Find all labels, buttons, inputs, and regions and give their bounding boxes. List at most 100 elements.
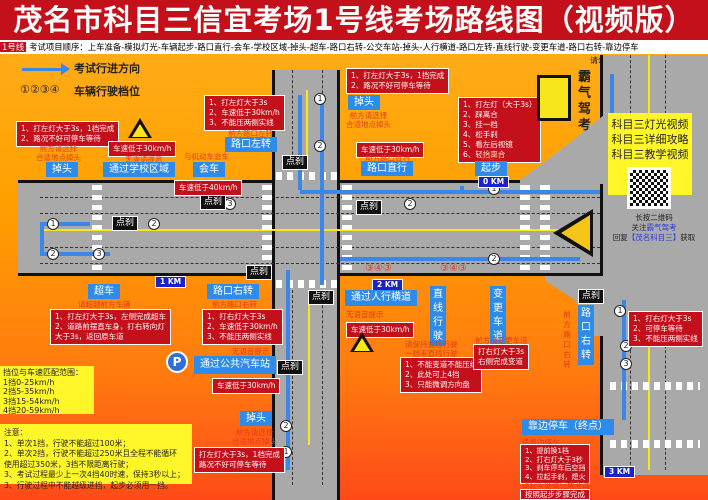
check-brake-marker: 点刹 [277,360,304,375]
route-tag: 1号线 [0,42,27,52]
uturn1-notes: 1、打左灯大于3s，1档完成 2、路况不好可停车等待 [16,121,120,147]
route-flow-line [40,222,44,252]
legend-direction-label: 考试行进方向 [74,62,140,75]
start-hint: 请起步 [480,152,503,161]
route-flow-line [300,190,600,194]
check-brake-marker: 点刹 [200,195,227,210]
right-turn1-notes: 1、打右灯大于3s 2、车速低于30km/h 3、不能压两侧实线 [202,309,283,345]
route-flow-line [40,222,90,226]
lane-marking [322,285,323,485]
center-line [648,55,650,115]
route-flow-line [340,257,580,261]
bus-stop-label: 通过公共汽车站 [194,356,276,374]
crosswalk [92,185,102,273]
gear-marker: 2 [47,248,59,260]
route-flow-line [460,186,464,192]
lane-marking [665,330,666,470]
gear-marker: 2 [488,253,500,265]
uturn3-label: 掉头 [240,411,272,426]
check-brake-marker: 点刹 [246,265,273,280]
uturn2-notes: 1、打左灯大于3s，1挡完成 2、路况不好可停车等待 [346,68,450,94]
crosswalk-label: 通过人行横道 [345,290,417,306]
left-turn-hint: 前方路口左转 [228,129,273,138]
gear-marker: 2 [280,420,292,432]
straight-label: 路口直行 [361,161,413,176]
crosswalk [610,440,700,448]
gear-marker: 1 [47,218,59,230]
check-brake-marker: 点刹 [282,155,309,170]
pedestrian-warning-inner [354,338,370,351]
straight-speed: 车速低于30km/h [356,142,425,158]
overtake-notes: 1、打左灯大于3s，左侧完成超车 2、道路前摆直车身，打右转向灯 大于3s，返回… [50,309,171,345]
route-flow-line [610,74,614,134]
gear-marker: 1 [614,305,626,317]
crosswalk [276,172,338,180]
right-turn2-hint: 前方路口右转 [563,310,571,369]
uturn3-notes: 打左灯大于3s，1档完成 路况不好可停车等待 [194,447,285,473]
right-turn1-hint: 前方路口右转 [212,300,257,309]
lane-change-label: 变更车道 [490,286,506,346]
brand-logo-icon [537,75,571,121]
crosswalk [610,382,700,390]
right-turn2-label: 路口右转 [578,305,594,365]
uturn1-hint: 前方请选择 合适地点掉头 [36,144,81,162]
gear-marker: 2 [314,140,326,152]
check-brake-marker: 点刹 [308,290,335,305]
bus-stop-speed: 车速低于30km/h [212,378,281,394]
center-line [648,340,650,470]
uturn2-hint: 前方请选择 合适地点掉头 [346,111,391,129]
left-turn-notes: 1、打左灯大于3s 2、车速低于30km/h 3、不能压两侧实线 [204,95,285,131]
crosswalk-hint: 无语音提示 [346,310,384,319]
overtake-label: 超车 [88,284,120,299]
km-marker-3: 3 KM [604,466,636,478]
pull-over-hint2: 请起步继续完成考试 [522,481,590,490]
center-line [308,295,310,445]
lane-marking [292,285,293,485]
exam-notes: 注意： 1、单次1挡，行驶不能超过100米； 2、单次2挡，行驶不能超过250米… [0,424,192,490]
qr-caption: 长按二维码 关注霸气驾考 回复【茂名科目三】获取 [612,213,696,242]
line-drive-notes: 1、不能变道不能压线 2、此处可上4挡 3、只能微调方向盘 [400,357,483,393]
yield-triangle-inner [561,215,590,251]
gear-marker: 2 [404,198,416,210]
bus-stop-hint: 无语音提示 [232,347,270,356]
line-drive-label: 直线行驶 [430,286,446,346]
crosswalk [262,185,272,273]
straight-hint: 前方路口直行 [365,154,410,163]
line-drive-hint: 请保持直线行驶 一档来直线行驶 [405,340,458,358]
pull-over-notes: 1、提前换1档 2、打右灯大于3秒 3、刹车停车后空挡 4、拉起手刹，熄火 [520,444,591,484]
speed-40-sign: 车速低于40km/h [174,180,243,196]
crosswalk [520,185,530,273]
gear-marker: 1 [314,93,326,105]
exam-sequence: 考试项目顺序：上车准备-模拟灯光-车辆起步-路口直行-会车-学校区域-掉头-超车… [29,42,639,52]
lane-marking [630,330,631,470]
pull-over-extra: 按照起步步骤完成 [520,489,590,500]
crosswalk [276,280,338,288]
uturn1-label: 掉头 [46,162,78,177]
school-warning-icon-inner [132,124,148,137]
overtake-hint: 请超越前方车辆 [78,300,131,309]
brand-name: 霸 气 驾 考 [578,70,592,133]
page-title: 茂名市科目三信宜考场1号线考场路线图（视频版） [0,0,708,40]
meet-label: 会车 [193,162,225,177]
check-brake-marker: 点刹 [578,289,605,304]
uturn2-label: 掉头 [348,95,380,110]
center-line [40,229,560,231]
center-line [306,90,308,170]
lower-ramp [545,276,605,336]
gear-marker: 3 [620,358,632,370]
lane-change-hint: 前方请变更车道 [475,336,528,345]
right-turn2-notes: 1、打右灯大于3s 2、可停车等待 3、不能压两侧实线 [628,311,703,347]
crosswalk [342,185,352,273]
legend-gear-label: 车辆行驶档位 [74,85,140,98]
check-brake-marker: 点刹 [356,200,383,215]
lane-change-notes: 打右灯大于3s 右侧完成变道 [473,344,530,370]
start-label: 起步 [475,161,507,176]
bus-stop-icon: P [166,351,188,373]
gear-marker: 2 [148,218,160,230]
crosswalk [540,185,550,273]
exam-sequence-bar: 1号线考试项目顺序：上车准备-模拟灯光-车辆起步-路口直行-会车-学校区域-掉头… [0,40,708,54]
lane-marking [292,70,293,180]
qr-code-icon[interactable] [627,167,671,209]
uturn3-hint: 前方请选择 合适地点掉头 [232,428,277,446]
km-marker-1: 1 KM [155,276,187,288]
